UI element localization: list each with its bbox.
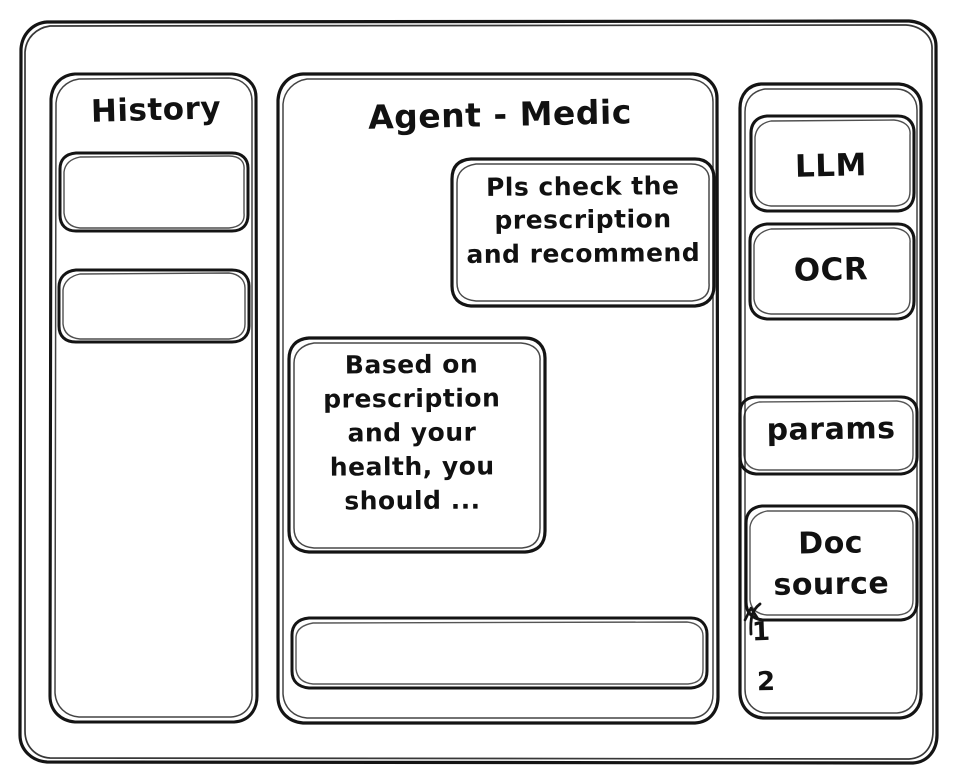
params-button-outline	[738, 395, 919, 476]
history-item-1-outline	[58, 151, 250, 233]
llm-button-outline	[749, 114, 916, 213]
window-frame	[18, 19, 939, 765]
assistant-message-bubble	[289, 338, 545, 552]
user-message-bubble	[452, 159, 714, 306]
history-item-2-outline	[57, 268, 251, 344]
ocr-button-outline	[748, 222, 916, 321]
doc-source-connector	[743, 602, 762, 636]
doc-source-button-outline	[744, 504, 919, 622]
composer-outline	[290, 616, 709, 690]
doc-list-item-2[interactable]	[752, 662, 842, 702]
doc-list-item-1[interactable]	[748, 612, 838, 652]
llm-button[interactable]	[751, 116, 914, 211]
user-message-bubble-outline	[450, 157, 716, 308]
doc-source-button[interactable]	[746, 506, 917, 620]
tools-panel-outline	[738, 82, 923, 720]
agent-panel-outline	[276, 72, 720, 725]
assistant-message-bubble-outline	[287, 336, 547, 554]
params-button[interactable]	[740, 397, 917, 474]
composer-input[interactable]	[292, 618, 707, 688]
history-item-2[interactable]	[59, 270, 249, 342]
history-panel-outline	[48, 72, 259, 724]
ocr-button[interactable]	[750, 224, 914, 319]
history-item-1[interactable]	[60, 153, 248, 231]
